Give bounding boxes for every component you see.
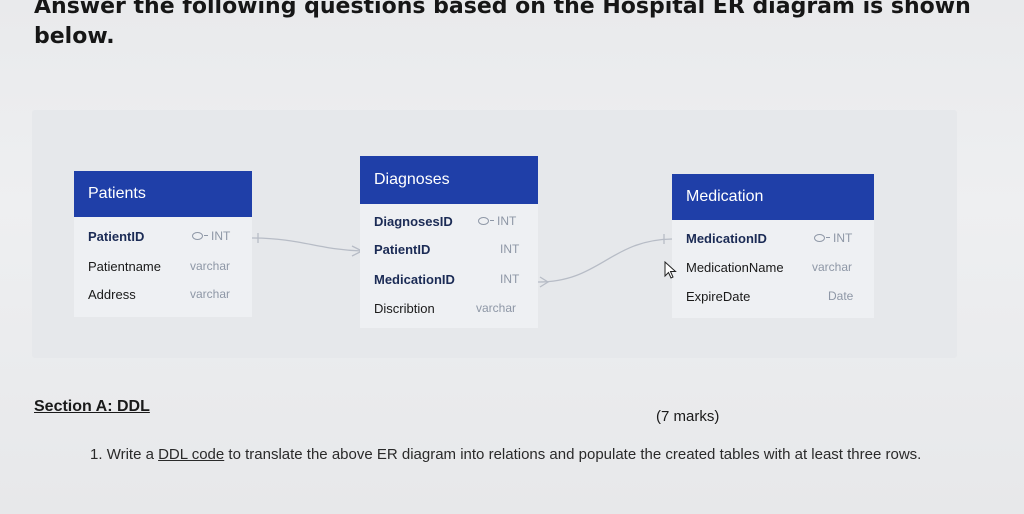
attribute-row: MedicationName varchar (672, 260, 874, 280)
attribute-type: INT (814, 231, 852, 245)
key-icon (192, 231, 203, 240)
key-icon (478, 216, 489, 225)
attribute-name: Patientname (88, 259, 161, 274)
attribute-row: DiagnosesID INT (360, 214, 538, 234)
attribute-name: ExpireDate (686, 289, 751, 304)
attribute-row: PatientID INT (360, 242, 538, 262)
attribute-type: INT (500, 242, 520, 256)
question-prefix: Write a (106, 446, 154, 463)
patients-diagnoses-line (251, 237, 363, 252)
mouse-pointer-icon (664, 261, 677, 279)
entity-medication: Medication MedicationID INT MedicationNa… (672, 174, 874, 318)
attribute-type: varchar (190, 259, 231, 273)
attribute-row: ExpireDate Date (672, 289, 874, 309)
diagnoses-many-mark-2 (539, 276, 550, 288)
attribute-type: varchar (812, 260, 853, 274)
attribute-type: INT (192, 229, 230, 243)
question-heading: Answer the following questions based on … (34, 0, 971, 49)
attribute-name: MedicationName (686, 260, 784, 275)
attribute-name: MedicationID (686, 231, 767, 246)
attribute-type: INT (478, 214, 516, 228)
section-title: Section A: DDL (34, 398, 150, 415)
key-icon (814, 233, 825, 242)
entity-diagnoses: Diagnoses DiagnosesID INT PatientID INT … (360, 156, 538, 328)
attribute-name: DiagnosesID (374, 214, 453, 229)
question-number: 1. (90, 446, 103, 463)
marks-label: (7 marks) (656, 408, 720, 425)
attribute-name: Address (88, 287, 136, 302)
attribute-type: varchar (476, 301, 517, 315)
attribute-type: Date (828, 289, 854, 303)
entity-title: Patients (74, 171, 252, 217)
attribute-type: varchar (190, 287, 231, 301)
attribute-row: Discribtion varchar (360, 301, 538, 321)
diagnoses-medication-line (537, 238, 673, 283)
entity-title: Diagnoses (360, 156, 538, 204)
attribute-name: MedicationID (374, 272, 455, 287)
ddl-code-link[interactable]: DDL code (158, 446, 225, 463)
attribute-row: Address varchar (74, 287, 252, 307)
attribute-name: Discribtion (374, 301, 435, 316)
attribute-row: PatientID INT (74, 229, 252, 249)
entity-title: Medication (672, 174, 874, 220)
question-suffix: to translate the above ER diagram into r… (228, 446, 922, 463)
attribute-name: PatientID (374, 242, 431, 257)
attribute-name: PatientID (88, 229, 145, 244)
question-text: 1. Write a DDL code to translate the abo… (90, 446, 970, 463)
attribute-row: Patientname varchar (74, 259, 252, 279)
entity-patients: Patients PatientID INT Patientname varch… (74, 171, 252, 317)
attribute-row: MedicationID INT (360, 272, 538, 292)
attribute-type: INT (500, 272, 520, 286)
attribute-row: MedicationID INT (672, 231, 874, 251)
